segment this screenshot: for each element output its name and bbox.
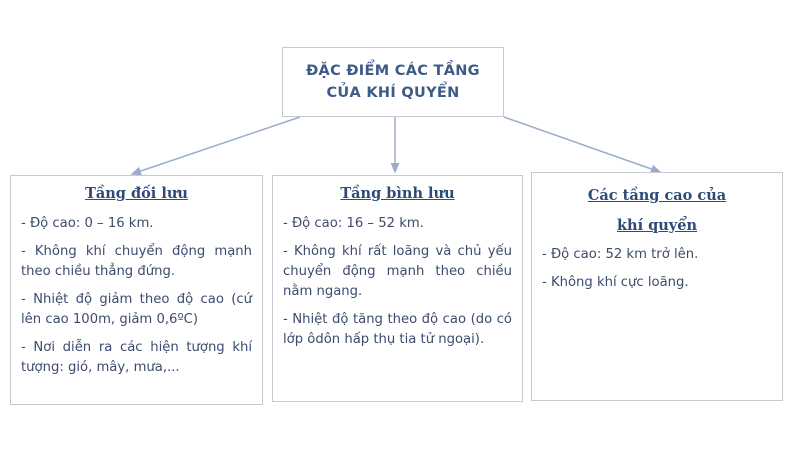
stratosphere-item: - Độ cao: 16 – 52 km. (283, 216, 424, 231)
troposphere-item: - Không khí chuyển động mạnh theo chiều … (21, 244, 252, 279)
troposphere-item: - Độ cao: 0 – 16 km. (21, 216, 154, 231)
stratosphere-title: Tầng bình lưu (340, 185, 455, 202)
arrow-to-right (503, 116, 662, 174)
troposphere-box: Tầng đối lưu - Độ cao: 0 – 16 km. - Khôn… (10, 175, 263, 405)
upper-layers-item: - Độ cao: 52 km trở lên. (542, 247, 699, 262)
stratosphere-item: - Không khí rất loãng và chủ yếu chuyển … (283, 244, 512, 299)
upper-layers-title-line-2: khí quyển (616, 217, 698, 234)
upper-layers-title: Các tầng cao của khí quyển (542, 181, 772, 241)
upper-layers-title-line-1: Các tầng cao của (587, 187, 727, 204)
arrow-to-left (130, 116, 301, 176)
upper-layers-box: Các tầng cao của khí quyển - Độ cao: 52 … (531, 172, 783, 401)
title-box: ĐẶC ĐIỂM CÁC TẦNG CỦA KHÍ QUYỂN (282, 47, 504, 117)
title-line-1: ĐẶC ĐIỂM CÁC TẦNG (306, 63, 480, 79)
troposphere-item: - Nhiệt độ giảm theo độ cao (cứ lên cao … (21, 292, 252, 327)
troposphere-title: Tầng đối lưu (85, 185, 188, 202)
upper-layers-item: - Không khí cực loãng. (542, 275, 689, 290)
stratosphere-box: Tầng bình lưu - Độ cao: 16 – 52 km. - Kh… (272, 175, 523, 402)
stratosphere-item: - Nhiệt độ tăng theo độ cao (do có lớp ô… (283, 312, 512, 347)
title-line-2: CỦA KHÍ QUYỂN (326, 85, 460, 101)
troposphere-item: - Nơi diễn ra các hiện tượng khí tượng: … (21, 340, 252, 375)
